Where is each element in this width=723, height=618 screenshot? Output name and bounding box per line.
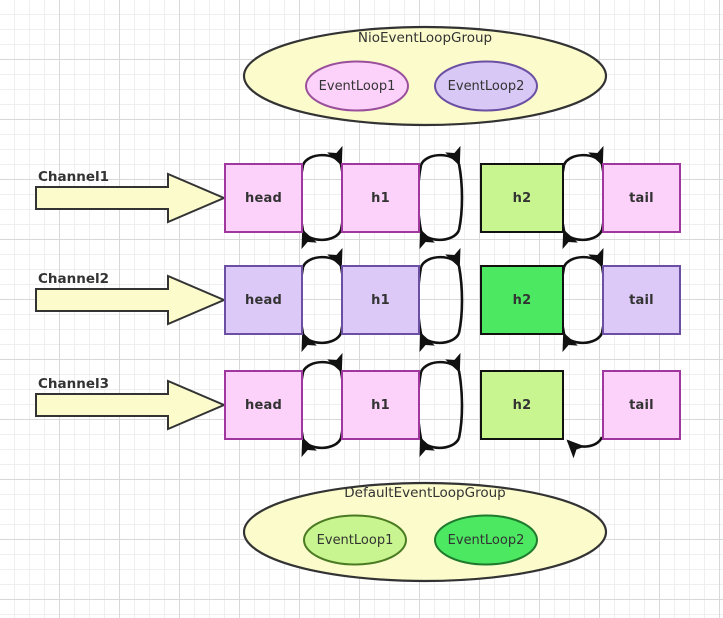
channel2-handler-tail[interactable]: tail <box>602 265 681 335</box>
channel2-handler-h1[interactable]: h1 <box>341 265 420 335</box>
channel2-link-h1-h2 <box>416 247 464 353</box>
channel3-handler-tail[interactable]: tail <box>602 370 681 440</box>
channel1-handler-tail[interactable]: tail <box>602 163 681 233</box>
node-label: tail <box>629 292 654 308</box>
default-eventloop1-shape <box>303 514 407 566</box>
channel3-label: Channel3 <box>38 376 110 392</box>
channel1-handler-head[interactable]: head <box>224 163 303 233</box>
channel2-handler-head[interactable]: head <box>224 265 303 335</box>
default-eventloopgroup-label: DefaultEventLoopGroup <box>344 485 506 501</box>
node-label: tail <box>629 190 654 206</box>
node-label: h1 <box>371 292 390 308</box>
node-label: head <box>245 292 282 308</box>
channel3-handler-head[interactable]: head <box>224 370 303 440</box>
nio-eventloop2-shape <box>434 60 538 112</box>
nio-eventloopgroup-label: NioEventLoopGroup <box>357 30 493 46</box>
channel3-inbound-arrow <box>35 379 227 431</box>
node-label: h1 <box>371 397 390 413</box>
channel3-link-h1-h2 <box>416 352 464 458</box>
channel3-link-h2-tail <box>566 436 604 459</box>
nio-eventloop1-shape <box>305 60 409 112</box>
node-label: h2 <box>512 397 532 413</box>
channel1-link-h1-h2 <box>416 145 464 250</box>
channel2-link-h2-tail <box>559 247 607 353</box>
default-eventloop2-shape <box>434 514 538 566</box>
channel1-handler-h2[interactable]: h2 <box>480 163 564 233</box>
channel1-link-head-h1 <box>298 145 346 250</box>
node-label: head <box>245 397 282 413</box>
channel1-inbound-arrow <box>35 172 227 224</box>
channel3-handler-h1[interactable]: h1 <box>341 370 420 440</box>
channel2-handler-h2[interactable]: h2 <box>480 265 564 335</box>
channel1-label: Channel1 <box>38 169 110 185</box>
channel2-link-head-h1 <box>298 247 346 353</box>
channel2-label: Channel2 <box>38 271 110 287</box>
channel1-link-h2-tail <box>559 145 607 250</box>
channel2-inbound-arrow <box>35 274 227 326</box>
node-label: head <box>245 190 282 206</box>
default-eventloopgroup-shape[interactable] <box>242 481 608 583</box>
nio-eventloopgroup-shape[interactable] <box>242 25 608 127</box>
node-label: h2 <box>512 292 532 308</box>
channel3-handler-h2[interactable]: h2 <box>480 370 564 440</box>
channel1-handler-h1[interactable]: h1 <box>341 163 420 233</box>
channel3-link-head-h1 <box>298 352 346 458</box>
node-label: h1 <box>371 190 390 206</box>
node-label: h2 <box>512 190 532 206</box>
node-label: tail <box>629 397 654 413</box>
